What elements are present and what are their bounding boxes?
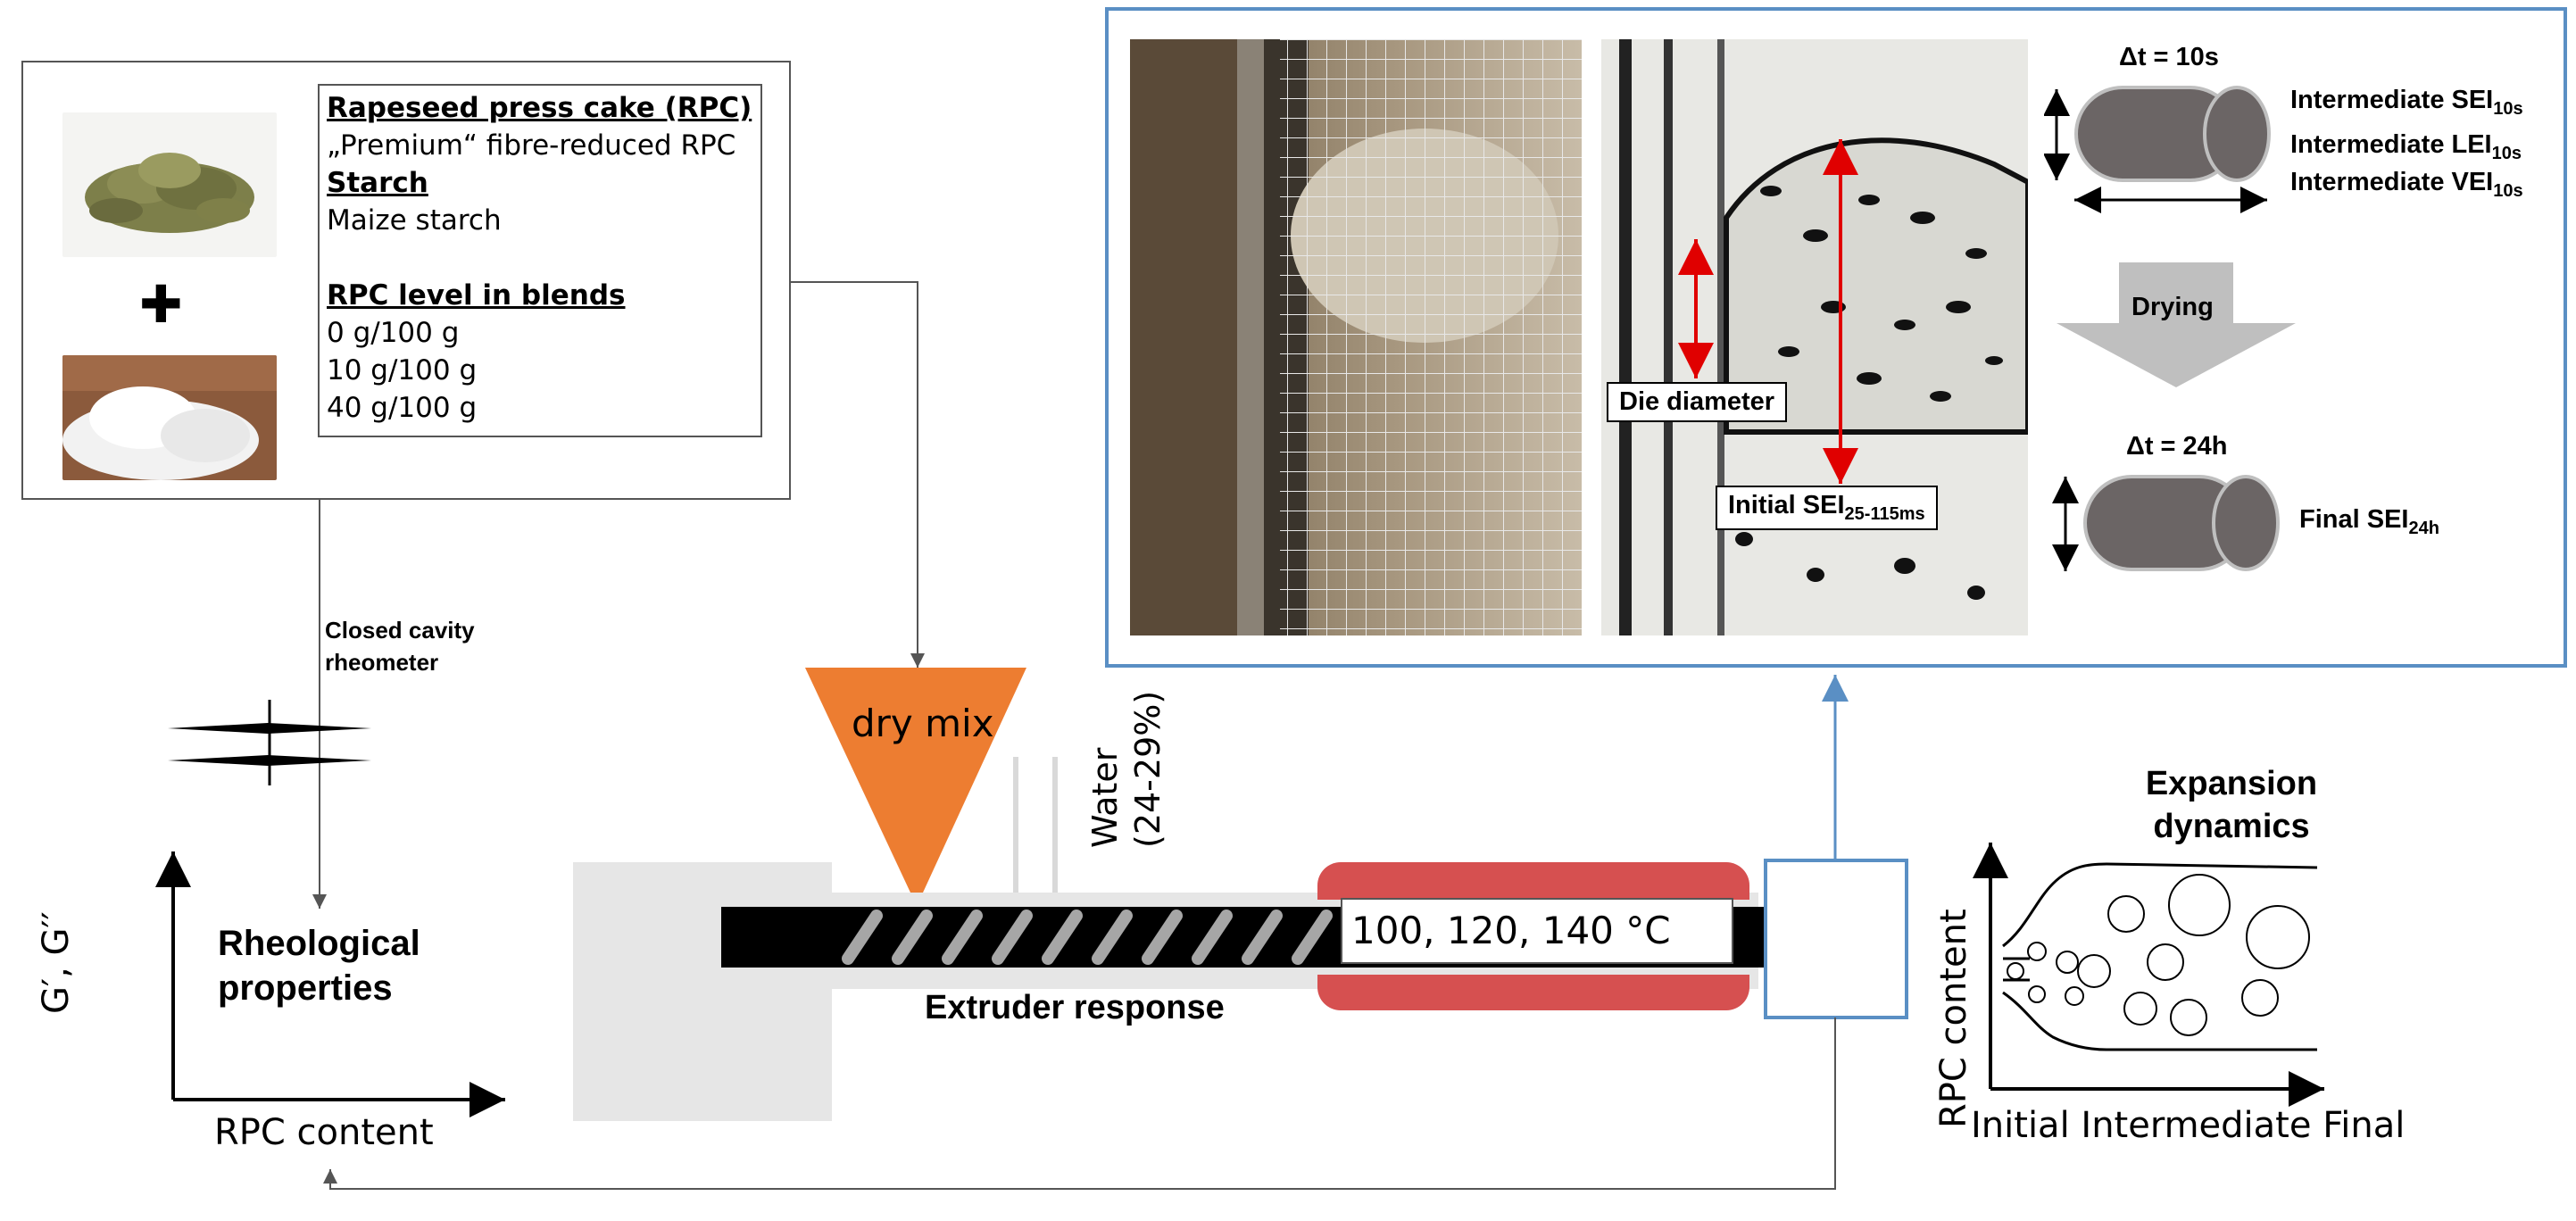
blend-level: 10 g/100 g (327, 354, 478, 386)
blend-heading: RPC level in blends (327, 279, 626, 311)
dt-10s-label: Δt = 10s (2119, 43, 2219, 71)
water-label: Water (24-29%) (1085, 690, 1168, 848)
blend-level: 0 g/100 g (327, 317, 460, 349)
x-label-initial: Initial (1971, 1105, 2070, 1146)
dt-24h-label: Δt = 24h (2126, 432, 2228, 461)
rheometer-icon (168, 700, 371, 785)
drying-label: Drying (2131, 293, 2214, 321)
extruder-barrel (573, 862, 832, 1121)
expansion-title: Expansion dynamics (2145, 765, 2318, 845)
drying-arrow (2057, 262, 2296, 387)
temperature-label: 100, 120, 140 °C (1341, 898, 1733, 964)
highspeed-imaging-panel (1105, 7, 2567, 668)
rheometer-label: Closed cavity rheometer (325, 617, 475, 676)
blend-level: 40 g/100 g (327, 392, 478, 424)
rheology-title: Rheological properties (218, 924, 420, 1008)
intermediate-lei: Intermediate LEI10s (2290, 130, 2522, 163)
extruder-response-label: Extruder response (925, 989, 1225, 1026)
processed-image (1601, 39, 2028, 635)
expansion-shape (2002, 862, 2318, 1051)
die-sensor-box (1764, 859, 1908, 1019)
rheology-axes (155, 851, 505, 1117)
x-label-intermediate: Intermediate (2081, 1105, 2312, 1146)
expansion-axes (1973, 843, 2324, 1107)
die-photo (1130, 39, 1582, 635)
materials-box (21, 61, 791, 500)
rheology-y-label: G′, G′′ (36, 911, 77, 1014)
expansion-x-labels: Initial Intermediate Final (1971, 1105, 2405, 1146)
starch-heading: Starch (327, 167, 428, 199)
water-inlet (1013, 757, 1058, 893)
final-sei: Final SEI24h (2299, 505, 2439, 538)
plus-icon: ✚ (139, 274, 183, 335)
rheology-x-label: RPC content (214, 1112, 434, 1153)
hopper-label: dry mix (852, 702, 994, 745)
initial-sei-label: Initial SEI25-115ms (1716, 486, 1938, 530)
expansion-y-label: RPC content (1933, 909, 1974, 1128)
intermediate-vei: Intermediate VEI10s (2290, 168, 2523, 201)
die-diameter-label: Die diameter (1607, 382, 1788, 422)
rapeseed-press-cake-photo (62, 112, 277, 257)
rpc-heading: Rapeseed press cake (RPC) (327, 92, 752, 124)
x-label-final: Final (2323, 1105, 2406, 1146)
hopper (805, 668, 1026, 893)
connector-feedback (323, 1018, 1836, 1190)
rpc-value: „Premium“ fibre-reduced RPC (327, 129, 736, 162)
connector-to-hopper (791, 281, 925, 668)
screw-flights (842, 910, 1333, 965)
expansion-bubbles (2007, 874, 2310, 1036)
maize-starch-photo (62, 355, 277, 480)
starch-value: Maize starch (327, 204, 502, 237)
sample-cylinders (2044, 86, 2296, 571)
final-cylinder (2083, 475, 2280, 571)
intermediate-cylinder (2074, 86, 2271, 182)
materials-description: Rapeseed press cake (RPC) „Premium“ fibr… (318, 84, 762, 437)
intermediate-sei: Intermediate SEI10s (2290, 86, 2523, 119)
